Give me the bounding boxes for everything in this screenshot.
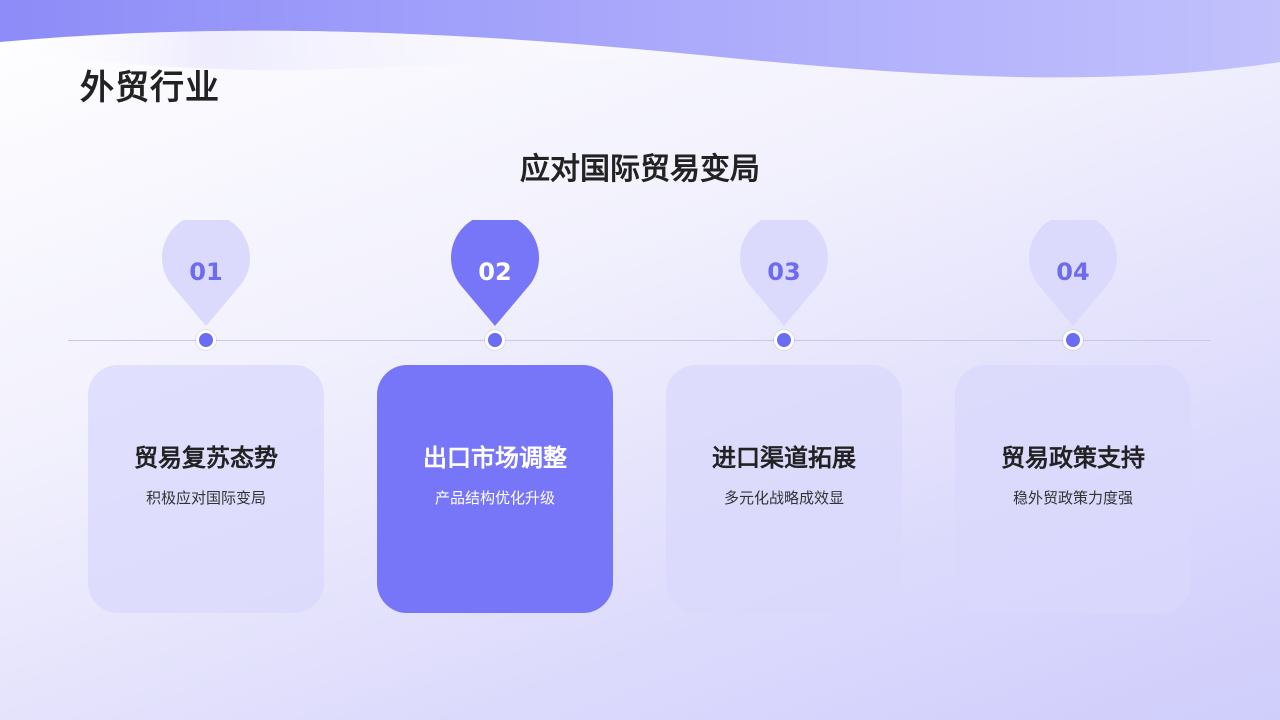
section-subtitle: 应对国际贸易变局: [520, 152, 760, 187]
pin-shape: [1029, 220, 1117, 326]
card-description: 积极应对国际变局: [145, 489, 266, 507]
step-number: 03: [767, 258, 801, 286]
timeline-dot-1: [196, 330, 216, 350]
card-title: 出口市场调整: [423, 444, 567, 472]
step-marker-4: 04: [1029, 220, 1117, 330]
step-card-2[interactable]: 出口市场调整 产品结构优化升级: [377, 365, 613, 613]
card-description: 产品结构优化升级: [434, 489, 555, 507]
step-number: 04: [1056, 258, 1090, 286]
card-title: 贸易复苏态势: [134, 444, 278, 472]
step-marker-1: 01: [162, 220, 250, 330]
timeline-line: [68, 340, 1210, 341]
timeline-dot-3: [774, 330, 794, 350]
step-marker-2: 02: [451, 220, 539, 330]
step-marker-3: 03: [740, 220, 828, 330]
card-description: 稳外贸政策力度强: [1012, 489, 1133, 507]
step-card-1[interactable]: 贸易复苏态势 积极应对国际变局: [88, 365, 324, 613]
pin-shape: [451, 220, 539, 326]
step-number: 01: [189, 258, 223, 286]
card-title: 贸易政策支持: [1001, 444, 1145, 472]
card-title: 进口渠道拓展: [712, 444, 856, 472]
timeline-dot-2: [485, 330, 505, 350]
step-card-4[interactable]: 贸易政策支持 稳外贸政策力度强: [955, 365, 1191, 613]
pin-shape: [162, 220, 250, 326]
card-description: 多元化战略成效显: [723, 489, 844, 507]
page-title: 外贸行业: [80, 68, 220, 108]
step-card-3[interactable]: 进口渠道拓展 多元化战略成效显: [666, 365, 902, 613]
step-number: 02: [478, 258, 512, 286]
pin-shape: [740, 220, 828, 326]
header-wave-decoration: [0, 0, 1280, 78]
timeline-dot-4: [1063, 330, 1083, 350]
